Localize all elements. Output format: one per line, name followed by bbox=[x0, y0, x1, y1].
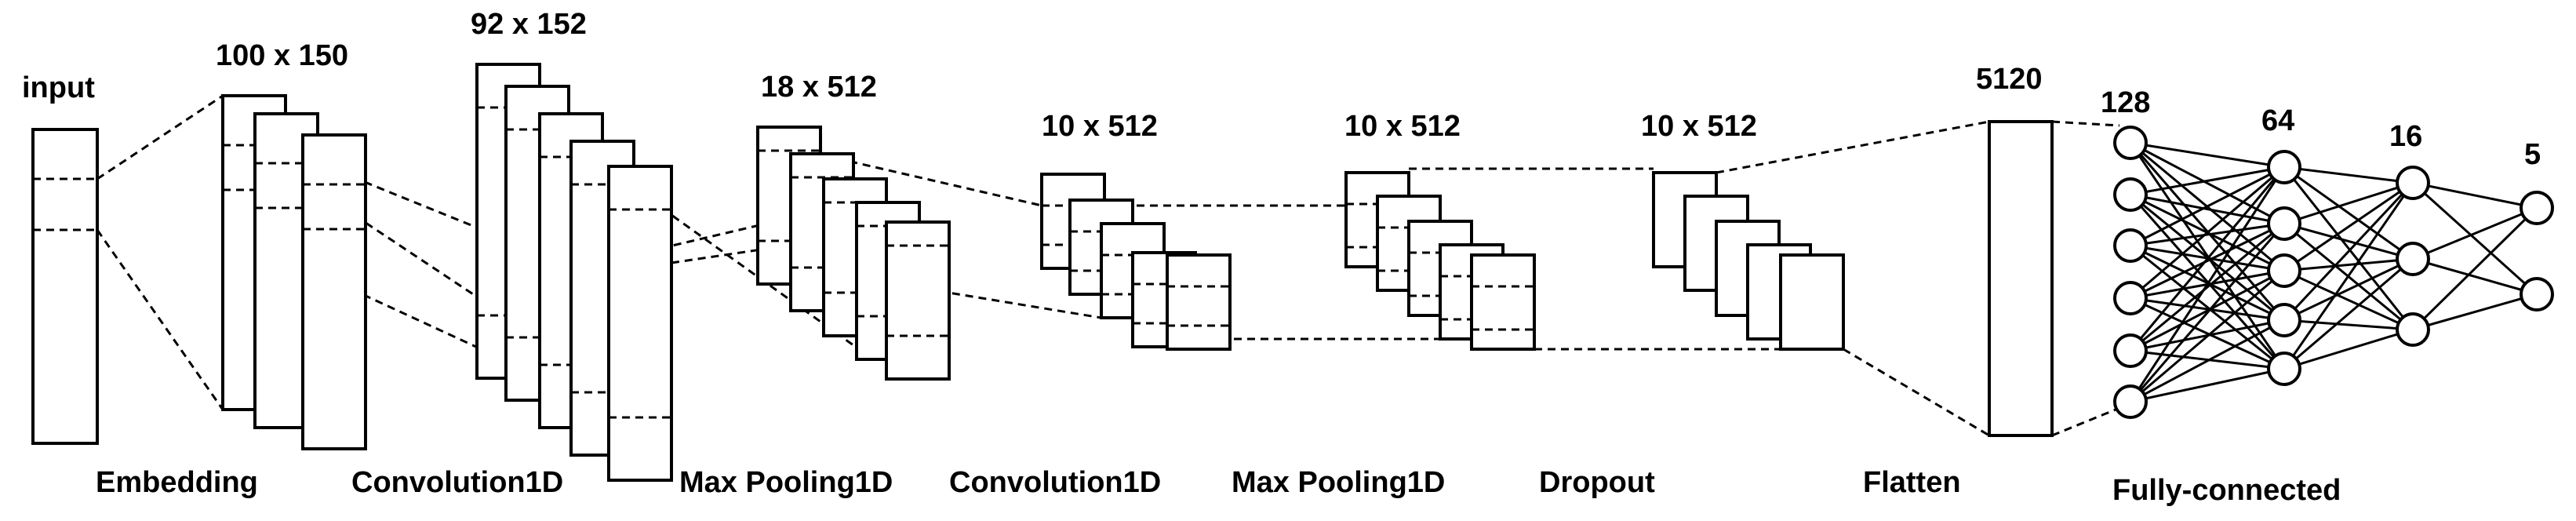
dropout-sheet-5 bbox=[1779, 253, 1845, 351]
fc-edge-128-64-5-1 bbox=[2129, 223, 2286, 403]
fully-connected-nodes bbox=[2113, 126, 2554, 419]
link-dropout-flatten-bottom bbox=[1843, 348, 1990, 437]
fc-edge-128-64-2-0 bbox=[2130, 166, 2285, 247]
fc-edge-64-16-4-2 bbox=[2283, 328, 2414, 370]
fc-edge-64-16-0-0 bbox=[2283, 166, 2414, 184]
fc-edge-64-16-0-2 bbox=[2283, 166, 2414, 330]
fc-edge-16-5-1-1 bbox=[2412, 257, 2538, 296]
label-dim-embedding: 100 x 150 bbox=[216, 39, 349, 72]
fc-edge-128-64-3-4 bbox=[2130, 297, 2285, 370]
fc-node-16-2 bbox=[2396, 242, 2430, 276]
label-stage-flatten: Flatten bbox=[1863, 466, 1961, 499]
embedding-sheet-3 bbox=[301, 133, 367, 450]
fc-edge-64-16-3-1 bbox=[2283, 257, 2414, 322]
label-stage-pool1: Max Pooling1D bbox=[679, 466, 893, 499]
fc-node-16-1 bbox=[2396, 166, 2430, 200]
fc-node-128-1 bbox=[2113, 126, 2148, 160]
fc-node-64-1 bbox=[2267, 150, 2301, 184]
fc-node-64-5 bbox=[2267, 352, 2301, 386]
fc-edge-128-64-3-1 bbox=[2130, 222, 2285, 300]
fc-edge-16-5-0-1 bbox=[2411, 181, 2538, 296]
input-block bbox=[31, 128, 99, 445]
fc-edge-64-16-2-0 bbox=[2283, 181, 2414, 272]
fc-edge-128-64-5-3 bbox=[2130, 319, 2285, 403]
fc-edge-128-64-2-4 bbox=[2130, 244, 2285, 370]
fc-node-64-2 bbox=[2267, 206, 2301, 241]
label-input: input bbox=[22, 71, 95, 104]
fc-edge-128-64-5-0 bbox=[2129, 166, 2286, 403]
fc-edge-16-5-1-0 bbox=[2412, 206, 2538, 260]
link-pool1-conv2-b bbox=[886, 281, 1102, 319]
fc-edge-128-64-0-0 bbox=[2130, 141, 2285, 169]
fc-node-64-3 bbox=[2267, 253, 2301, 288]
label-stage-conv2: Convolution1D bbox=[949, 466, 1162, 499]
fc-edge-64-16-2-2 bbox=[2283, 269, 2414, 331]
label-stage-conv1: Convolution1D bbox=[351, 466, 564, 499]
conv1-sheet-5 bbox=[607, 165, 673, 482]
fc-edge-128-64-3-3 bbox=[2130, 297, 2285, 322]
conv2-sheet-5 bbox=[1166, 253, 1232, 351]
layer-blocks bbox=[31, 63, 2054, 482]
link-pool1-conv2-a bbox=[823, 154, 1042, 207]
flatten-block bbox=[1988, 120, 2054, 437]
fc-edge-16-5-2-1 bbox=[2412, 293, 2538, 331]
fc-node-16-3 bbox=[2396, 312, 2430, 347]
label-dim-pool1: 18 x 512 bbox=[761, 71, 877, 104]
label-dim-conv2: 10 x 512 bbox=[1042, 110, 1158, 143]
fc-node-64-4 bbox=[2267, 303, 2301, 337]
label-stage-embedding: Embedding bbox=[96, 466, 258, 499]
fc-edge-64-16-1-0 bbox=[2283, 181, 2414, 225]
fc-edge-128-64-4-1 bbox=[2130, 222, 2285, 352]
fc-edge-128-64-4-0 bbox=[2129, 166, 2286, 352]
link-flatten-fc-top bbox=[2051, 120, 2120, 127]
pool2-sheet-5 bbox=[1470, 253, 1536, 351]
link-input-embedding-top bbox=[96, 94, 224, 180]
fc-edge-64-16-3-2 bbox=[2283, 319, 2414, 331]
fc-edge-16-5-0-0 bbox=[2412, 181, 2538, 209]
fc-edge-64-16-2-1 bbox=[2283, 257, 2414, 272]
fc-node-128-6 bbox=[2113, 384, 2148, 419]
label-stage-fc: Fully-connected bbox=[2112, 474, 2341, 507]
fc-edge-64-16-4-1 bbox=[2283, 257, 2414, 370]
fc-edge-64-16-0-1 bbox=[2283, 166, 2414, 260]
label-fc-5: 5 bbox=[2524, 138, 2541, 171]
label-stage-pool2: Max Pooling1D bbox=[1232, 466, 1446, 499]
fc-edge-16-5-2-0 bbox=[2411, 206, 2538, 331]
fc-edge-128-64-1-1 bbox=[2130, 193, 2285, 225]
fc-edge-64-16-3-0 bbox=[2283, 181, 2414, 322]
fc-edge-128-64-5-2 bbox=[2130, 269, 2285, 403]
fc-node-128-5 bbox=[2113, 333, 2148, 368]
fc-node-128-4 bbox=[2113, 281, 2148, 315]
link-flatten-fc-bottom bbox=[2051, 406, 2120, 437]
label-dim-pool2: 10 x 512 bbox=[1344, 110, 1461, 143]
label-dim-dropout: 10 x 512 bbox=[1641, 110, 1757, 143]
fc-edge-64-16-1-1 bbox=[2283, 222, 2414, 260]
link-input-embedding-bottom bbox=[96, 229, 224, 410]
label-stage-dropout: Dropout bbox=[1539, 466, 1655, 499]
label-fc-128: 128 bbox=[2101, 86, 2151, 119]
fc-edge-128-64-2-1 bbox=[2130, 222, 2285, 247]
fc-edge-128-64-1-0 bbox=[2130, 166, 2285, 196]
fc-edge-64-16-4-0 bbox=[2283, 182, 2414, 370]
fc-edge-128-64-4-2 bbox=[2130, 269, 2285, 352]
label-fc-64: 64 bbox=[2261, 104, 2295, 137]
label-fc-16: 16 bbox=[2389, 120, 2423, 153]
fully-connected-edges bbox=[2129, 141, 2538, 403]
fc-node-128-2 bbox=[2113, 177, 2148, 212]
fc-node-128-3 bbox=[2113, 228, 2148, 263]
link-dropout-flatten-top bbox=[1716, 120, 1990, 174]
pool1-sheet-5 bbox=[885, 220, 951, 381]
fc-node-5-1 bbox=[2520, 191, 2554, 225]
fc-edge-128-64-0-1 bbox=[2130, 141, 2285, 225]
label-dim-conv1: 92 x 152 bbox=[471, 8, 587, 41]
label-dim-flatten: 5120 bbox=[1976, 63, 2043, 96]
fc-edge-128-64-3-0 bbox=[2130, 166, 2285, 300]
fc-edge-128-64-0-4 bbox=[2129, 142, 2286, 370]
fc-node-5-2 bbox=[2520, 277, 2554, 312]
fc-edge-128-64-5-4 bbox=[2130, 367, 2285, 403]
